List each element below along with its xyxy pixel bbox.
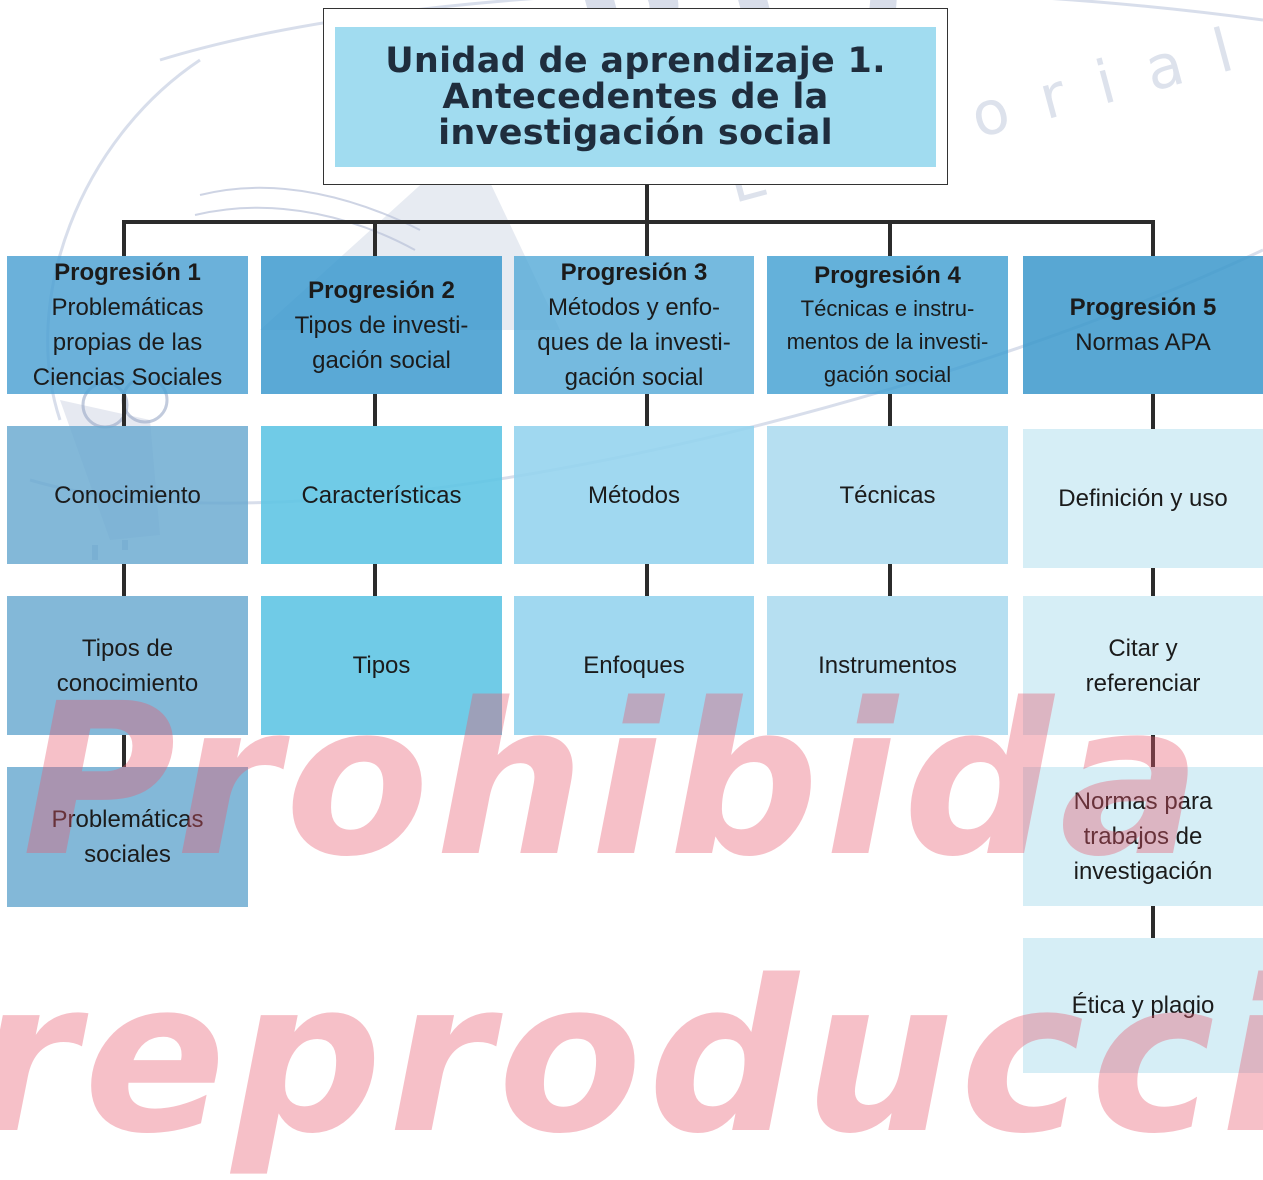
topic-label: Enfoques bbox=[583, 652, 685, 679]
col-1-connector-a bbox=[122, 394, 126, 426]
topic-etica-y-plagio: Ética y plagio bbox=[1023, 938, 1263, 1073]
progression-1-subtitle-line: Problemáticas bbox=[51, 294, 204, 321]
topic-label: Problemáticas bbox=[51, 806, 204, 833]
progression-5-heading: Progresión 5 bbox=[1069, 294, 1217, 321]
progression-5-subtitle-line: Normas APA bbox=[1075, 329, 1211, 356]
topic-instrumentos: Instrumentos bbox=[767, 596, 1008, 735]
branch-drop-5 bbox=[1151, 220, 1155, 256]
col-5-connector-d bbox=[1151, 906, 1155, 938]
topic-definicion-y-uso: Definición y uso bbox=[1023, 429, 1263, 568]
col-1-connector-b bbox=[122, 564, 126, 596]
progression-2-header: Progresión 2 Tipos de investi- gación so… bbox=[261, 256, 502, 394]
topic-metodos: Métodos bbox=[514, 426, 754, 564]
topic-normas-para-trabajos: Normas para trabajos de investigación bbox=[1023, 767, 1263, 906]
progression-1-header: Progresión 1 Problemáticas propias de la… bbox=[7, 256, 248, 394]
progression-2-heading: Progresión 2 bbox=[308, 276, 455, 304]
topic-label: Ética y plagio bbox=[1071, 992, 1215, 1019]
topic-tipos: Tipos bbox=[261, 596, 502, 735]
col-5-connector-c bbox=[1151, 735, 1155, 767]
progression-3-heading: Progresión 3 bbox=[560, 259, 708, 286]
title-stem-line bbox=[645, 183, 649, 223]
progression-3-subtitle-line: Métodos y enfo- bbox=[547, 294, 721, 321]
progression-3-subtitle-line: gación social bbox=[564, 364, 704, 391]
topic-label: Citar y bbox=[1108, 634, 1178, 662]
topic-label: Tipos bbox=[352, 652, 411, 679]
topic-enfoques: Enfoques bbox=[514, 596, 754, 735]
col-5-connector-a bbox=[1151, 394, 1155, 429]
progression-2-subtitle-line: Tipos de investi- bbox=[294, 311, 469, 339]
branch-bar-line bbox=[122, 220, 1155, 224]
branch-drop-3 bbox=[645, 220, 649, 256]
topic-label: Normas para bbox=[1073, 788, 1213, 815]
branch-drop-4 bbox=[888, 220, 892, 256]
topic-label: trabajos de bbox=[1083, 823, 1203, 850]
topic-label: Instrumentos bbox=[818, 652, 957, 679]
topic-citar-y-referenciar: Citar y referenciar bbox=[1023, 596, 1263, 735]
title-box: Unidad de aprendizaje 1. Antecedentes de… bbox=[335, 27, 936, 167]
title-line-1: Unidad de aprendizaje 1. bbox=[385, 41, 886, 81]
topic-label: conocimiento bbox=[56, 669, 199, 697]
topic-label: Definición y uso bbox=[1058, 485, 1228, 512]
col-4-connector-a bbox=[888, 394, 892, 426]
col-2-connector-b bbox=[373, 564, 377, 596]
topic-label: Métodos bbox=[587, 481, 681, 509]
topic-label: investigación bbox=[1073, 858, 1213, 885]
col-3-connector-b bbox=[645, 564, 649, 596]
progression-4-subtitle-line: Técnicas e instru- bbox=[800, 296, 975, 321]
topic-label: Tipos de bbox=[81, 634, 174, 662]
progression-4-subtitle-line: mentos de la investi- bbox=[786, 329, 989, 354]
progression-3-subtitle-line: ques de la investi- bbox=[537, 329, 731, 356]
branch-drop-1 bbox=[122, 220, 126, 256]
branch-drop-2 bbox=[373, 220, 377, 256]
topic-problematicas-sociales: Problemáticas sociales bbox=[7, 767, 248, 907]
progression-3-header: Progresión 3 Métodos y enfo- ques de la … bbox=[514, 256, 754, 394]
progression-2-subtitle-line: gación social bbox=[312, 346, 451, 374]
progression-1-heading: Progresión 1 bbox=[54, 259, 201, 286]
progression-4-heading: Progresión 4 bbox=[814, 262, 961, 289]
topic-caracteristicas: Características bbox=[261, 426, 502, 564]
topic-conocimiento: Conocimiento bbox=[7, 426, 248, 564]
topic-label: sociales bbox=[84, 841, 171, 868]
topic-tipos-de-conocimiento: Tipos de conocimiento bbox=[7, 596, 248, 735]
col-2-connector-a bbox=[373, 394, 377, 426]
progression-1-subtitle-line: Ciencias Sociales bbox=[32, 364, 223, 391]
topic-label: referenciar bbox=[1085, 669, 1201, 697]
topic-label: Características bbox=[301, 481, 462, 509]
topic-label: Conocimiento bbox=[54, 481, 201, 509]
col-5-connector-b bbox=[1151, 568, 1155, 596]
diagram-title: Unidad de aprendizaje 1. Antecedentes de… bbox=[385, 43, 886, 151]
topic-tecnicas: Técnicas bbox=[767, 426, 1008, 564]
col-3-connector-a bbox=[645, 394, 649, 426]
col-1-connector-c bbox=[122, 735, 126, 767]
progression-4-subtitle-line: gación social bbox=[823, 362, 952, 387]
title-line-2: Antecedentes de la bbox=[442, 77, 829, 117]
progression-4-header: Progresión 4 Técnicas e instru- mentos d… bbox=[767, 256, 1008, 394]
progression-5-header: Progresión 5 Normas APA bbox=[1023, 256, 1263, 394]
col-4-connector-b bbox=[888, 564, 892, 596]
topic-label: Técnicas bbox=[839, 481, 936, 509]
title-line-3: investigación social bbox=[438, 113, 833, 153]
progression-1-subtitle-line: propias de las bbox=[52, 329, 203, 356]
